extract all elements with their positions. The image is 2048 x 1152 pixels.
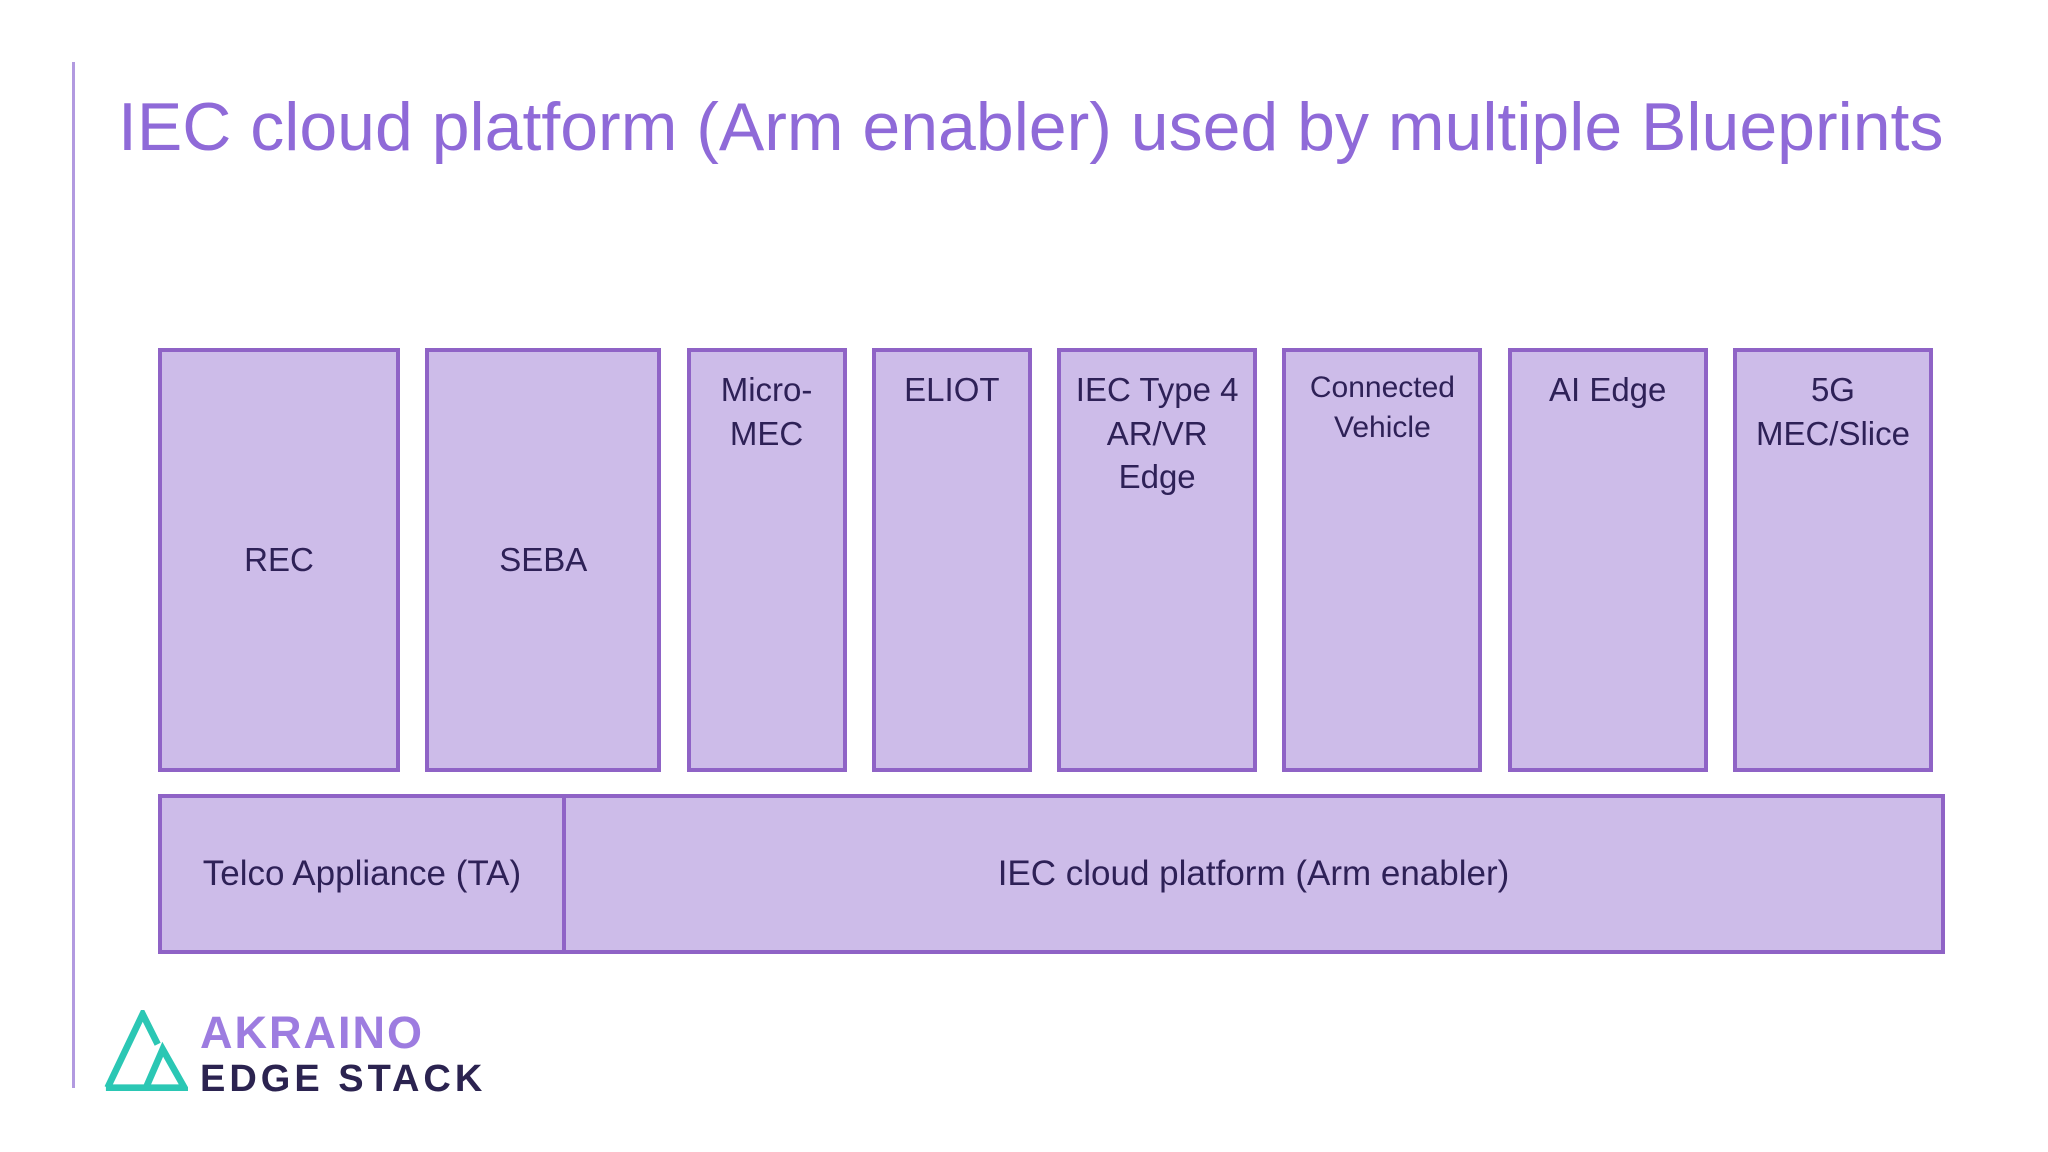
akraino-wordmark: AKRAINO: [200, 1007, 424, 1058]
akraino-triangle-icon: [104, 1010, 188, 1091]
left-accent-line: [72, 62, 75, 1088]
telco-appliance-label: Telco Appliance (TA): [202, 854, 522, 893]
blueprint-box-rec: REC: [158, 348, 400, 772]
blueprint-label-seba: SEBA: [499, 541, 588, 579]
iec-cloud-platform-label: IEC cloud platform (Arm enabler): [997, 854, 1510, 893]
telco-appliance-box: Telco Appliance (TA): [158, 794, 566, 954]
blueprint-box-eliot: ELIOT: [871, 348, 1032, 772]
blueprint-label-iec-type4: IEC Type 4 AR/VR Edge: [1075, 371, 1239, 496]
blueprint-box-ai-edge: AI Edge: [1507, 348, 1708, 772]
akraino-logo-text: AKRAINO EDGE STACK: [200, 1010, 486, 1098]
blueprint-label-eliot: ELIOT: [904, 371, 1000, 408]
blueprint-label-micro-mec: Micro- MEC: [720, 371, 813, 452]
slide-title: IEC cloud platform (Arm enabler) used by…: [118, 89, 1944, 165]
blueprint-box-seba: SEBA: [425, 348, 662, 772]
akraino-logo: AKRAINO EDGE STACK: [104, 1010, 486, 1098]
iec-cloud-platform-box: IEC cloud platform (Arm enabler): [562, 794, 1945, 954]
edge-stack-subtext: EDGE STACK: [200, 1058, 487, 1100]
blueprint-box-micro-mec: Micro- MEC: [686, 348, 847, 772]
blueprint-box-iec-type4: IEC Type 4 AR/VR Edge: [1057, 348, 1258, 772]
blueprints-row: REC SEBA Micro- MEC ELIOT IEC Type 4 AR/…: [158, 348, 1933, 772]
blueprint-label-ai-edge: AI Edge: [1548, 371, 1667, 408]
blueprint-label-5g-mec-slice: 5G MEC/Slice: [1755, 371, 1910, 452]
blueprint-box-5g-mec-slice: 5G MEC/Slice: [1732, 348, 1933, 772]
blueprint-box-connected-vehicle: Connected Vehicle: [1282, 348, 1483, 772]
blueprint-label-connected-vehicle: Connected Vehicle: [1309, 371, 1455, 444]
blueprint-label-rec: REC: [244, 541, 314, 579]
platform-row: Telco Appliance (TA) IEC cloud platform …: [158, 794, 1945, 954]
